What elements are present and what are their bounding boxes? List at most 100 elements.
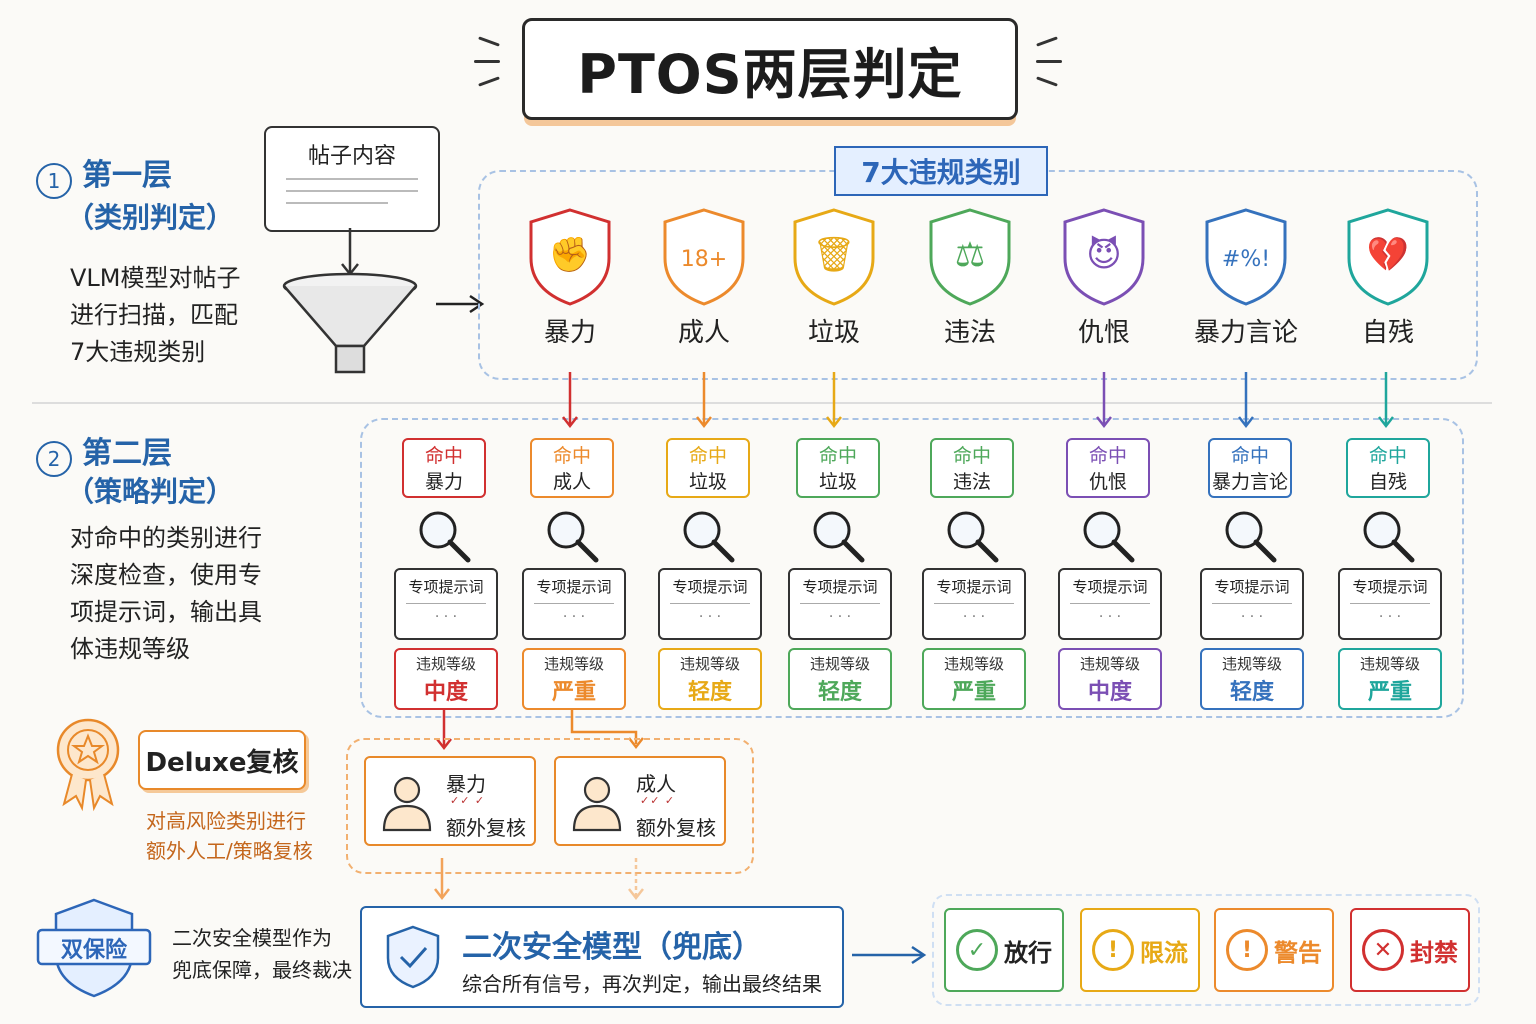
- layer2-subtitle: （策略判定）: [66, 475, 235, 508]
- flow-arrow-head: [1096, 416, 1112, 429]
- category-item: ✊ 暴力: [510, 206, 630, 349]
- double-protection-badge: 双保险: [34, 896, 154, 1000]
- layer1-number: 1: [36, 162, 72, 199]
- prompt-dots: · · ·: [828, 609, 852, 625]
- hit-category: 仇恨: [1088, 471, 1127, 493]
- hit-box: 命中自残: [1346, 438, 1430, 498]
- category-label: 暴力言论: [1193, 318, 1298, 348]
- layer2-column: 命中垃圾专项提示词· · · 违规等级轻度: [658, 438, 762, 710]
- layer1-desc-line: VLM模型对帖子: [70, 264, 241, 292]
- category-item: 💔自残: [1328, 206, 1448, 349]
- special-prompt-box: 专项提示词· · ·: [658, 568, 762, 640]
- hit-box: 命中成人: [530, 438, 614, 498]
- prompt-label: 专项提示词: [408, 578, 484, 596]
- review-category: 暴力: [446, 772, 486, 796]
- 18plus-shield-icon: 18+: [663, 208, 745, 306]
- special-prompt-box: 专项提示词 · · ·: [1338, 568, 1442, 640]
- magnifier-icon: [1363, 511, 1415, 563]
- magnifier-icon: [947, 511, 999, 563]
- level-label: 违规等级: [809, 655, 870, 673]
- level-value: 轻度: [687, 680, 732, 705]
- prompt-dots: · · ·: [962, 609, 986, 625]
- layer2-desc-line: 对命中的类别进行: [70, 524, 262, 552]
- hit-box: 命中垃圾: [666, 438, 750, 498]
- review-checkmarks: ✓✓ ✓: [450, 794, 486, 807]
- layer2-heading: 2 第二层: [36, 428, 172, 477]
- result-label: 限流: [1140, 938, 1188, 967]
- level-value: 严重: [551, 680, 596, 705]
- safety-model-description: 综合所有信号，再次判定，输出最终结果: [462, 972, 822, 996]
- hit-category: 自残: [1368, 471, 1407, 493]
- magnifier-icon: [1083, 511, 1135, 563]
- layer2-title: 第二层: [82, 436, 172, 471]
- category-glyph: 18+: [681, 247, 727, 272]
- prompt-dots: · · ·: [1240, 609, 1264, 625]
- magnifier-icon: [547, 511, 599, 563]
- fist-shield-icon: ✊: [529, 208, 611, 306]
- level-label: 违规等级: [1079, 655, 1140, 673]
- special-prompt-box: 专项提示词· · ·: [394, 568, 498, 640]
- hit-category: 成人: [552, 471, 591, 493]
- result-3: ✕封禁: [1350, 908, 1470, 992]
- category-glyph: ✊: [549, 235, 591, 275]
- layer1-heading: 1 第一层: [36, 150, 172, 199]
- category-label: 自残: [1361, 318, 1414, 348]
- flow-arrow-head: [826, 416, 842, 429]
- hit-category: 垃圾: [688, 471, 727, 493]
- special-prompt-box: 专项提示词· · ·: [922, 568, 1026, 640]
- layer1-title: 第一层: [82, 158, 172, 193]
- category-label: 仇恨: [1077, 318, 1130, 348]
- review-label: 额外复核: [636, 816, 716, 840]
- layer2-number: 2: [36, 440, 72, 477]
- layer2-panel: [360, 418, 1464, 718]
- layer1-desc-line: 进行扫描，匹配: [70, 301, 238, 329]
- hit-label: 命中: [688, 445, 727, 467]
- violation-level-box: 违规等级轻度: [1200, 648, 1304, 710]
- post-content-title: 帖子内容: [307, 144, 396, 169]
- layer2-desc-line: 深度检查，使用专: [70, 561, 262, 589]
- special-prompt-box: 专项提示词· · ·: [788, 568, 892, 640]
- violation-level-box: 违规等级严重: [522, 648, 626, 710]
- hit-box: 命中垃圾: [796, 438, 880, 498]
- category-glyph: 🗑: [812, 235, 855, 275]
- post-content-card: 帖子内容: [264, 126, 440, 232]
- person-icon: [382, 776, 432, 832]
- hit-category: 垃圾: [818, 471, 857, 493]
- layer1-subtitle: （类别判定）: [66, 201, 235, 234]
- exclaim-circle-icon: !: [1092, 929, 1134, 971]
- level-label: 违规等级: [1221, 655, 1282, 673]
- hit-category: 暴力: [424, 471, 463, 493]
- special-prompt-box: 专项提示词· · ·: [1058, 568, 1162, 640]
- category-glyph: #%!: [1222, 247, 1270, 272]
- result-1: !限流: [1080, 908, 1200, 992]
- flow-arrow-head: [436, 738, 452, 751]
- magnifier-icon: [683, 511, 735, 563]
- violation-level-box: 违规等级中度: [1058, 648, 1162, 710]
- violation-level-box: 违规等级轻度: [658, 648, 762, 710]
- prompt-dots: · · ·: [1378, 609, 1402, 625]
- page-title: PTOS两层判定: [577, 42, 963, 106]
- violation-level-box: 违规等级严重: [1338, 648, 1442, 710]
- level-value: 中度: [423, 680, 468, 705]
- deluxe-desc-line: 对高风险类别进行: [146, 809, 306, 833]
- result-0: ✓放行: [944, 908, 1064, 992]
- hit-label: 命中: [424, 445, 463, 467]
- results-panel: [932, 894, 1480, 1006]
- violation-level-box: 违规等级轻度: [788, 648, 892, 710]
- magnifier-icon: [419, 511, 471, 563]
- warning-circle-icon: !: [1226, 929, 1268, 971]
- category-label: 违法: [943, 318, 996, 348]
- double-protection-description: 二次安全模型作为 兜底保障，最终裁决: [172, 922, 352, 986]
- result-label: 放行: [1004, 938, 1052, 967]
- scales-shield-icon: ⚖: [929, 208, 1011, 306]
- category-label: 暴力: [543, 318, 596, 348]
- hit-category: 暴力言论: [1211, 471, 1288, 493]
- flow-arrow-head: [696, 416, 712, 429]
- review-card-adult: 成人 ✓✓ ✓ 额外复核: [554, 756, 726, 846]
- double-protection-label: 双保险: [60, 938, 127, 963]
- level-value: 严重: [951, 680, 996, 705]
- prompt-label: 专项提示词: [1352, 578, 1428, 596]
- flow-arrow-head: [1238, 416, 1254, 429]
- level-label: 违规等级: [679, 655, 740, 673]
